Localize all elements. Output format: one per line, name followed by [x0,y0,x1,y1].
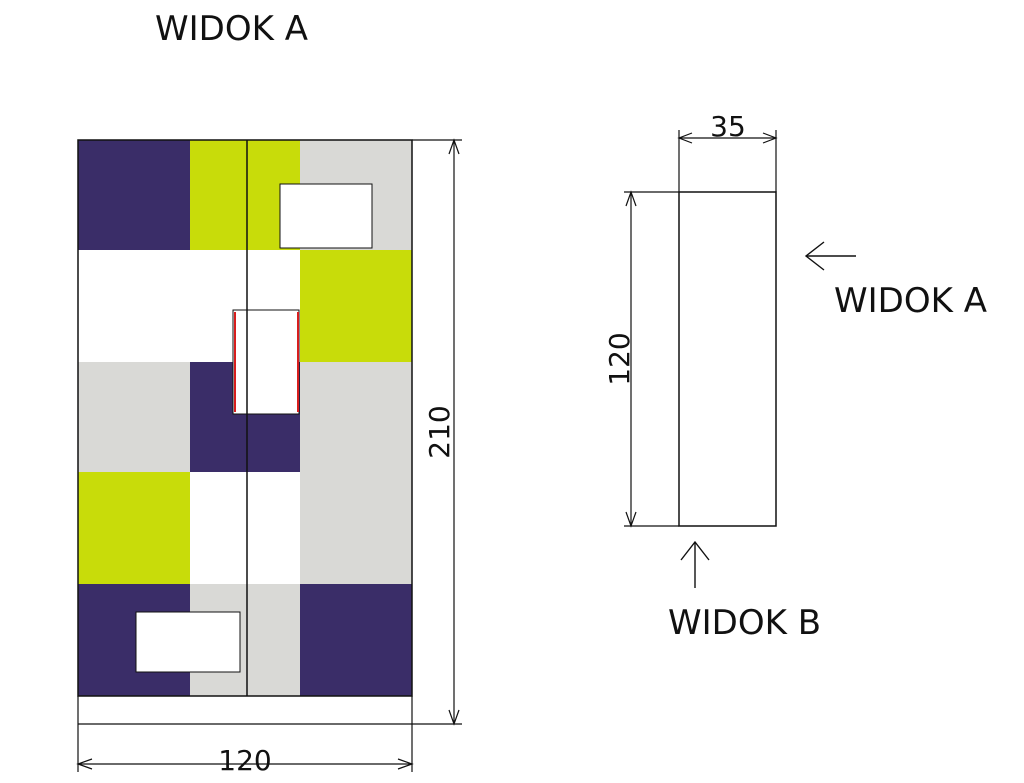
view-a-arrow [804,241,856,271]
side-height-dimension [624,190,679,528]
front-height-label: 210 [423,405,456,458]
front-width-dimension [76,696,414,772]
side-view-body [678,191,777,527]
panel-grey-r3c1 [78,362,190,472]
center-cutout [232,309,300,415]
side-depth-dimension [677,130,778,192]
panel-navy-r5c3 [300,584,412,696]
front-view-title: WIDOK A [155,9,308,49]
view-b-label: WIDOK B [668,603,821,643]
cutout-r5 [135,611,241,673]
panel-white-r4c2 [190,472,300,584]
front-width-label: 120 [218,744,271,777]
side-height-label: 120 [603,332,636,385]
wardrobe-outline [77,139,413,697]
side-depth-label: 35 [710,110,746,143]
panel-lime-r4c1 [78,472,190,584]
front-height-dimension [412,138,462,726]
panel-grey-r3c3 [300,362,412,586]
cutout-r1 [279,183,373,249]
panel-white-r2c1 [78,250,190,362]
panel-lime-r2c3 [300,250,412,362]
wardrobe-front [77,139,413,697]
view-a-label: WIDOK A [834,281,987,321]
view-b-arrow [680,540,710,588]
panel-navy-r1c1 [78,140,190,250]
